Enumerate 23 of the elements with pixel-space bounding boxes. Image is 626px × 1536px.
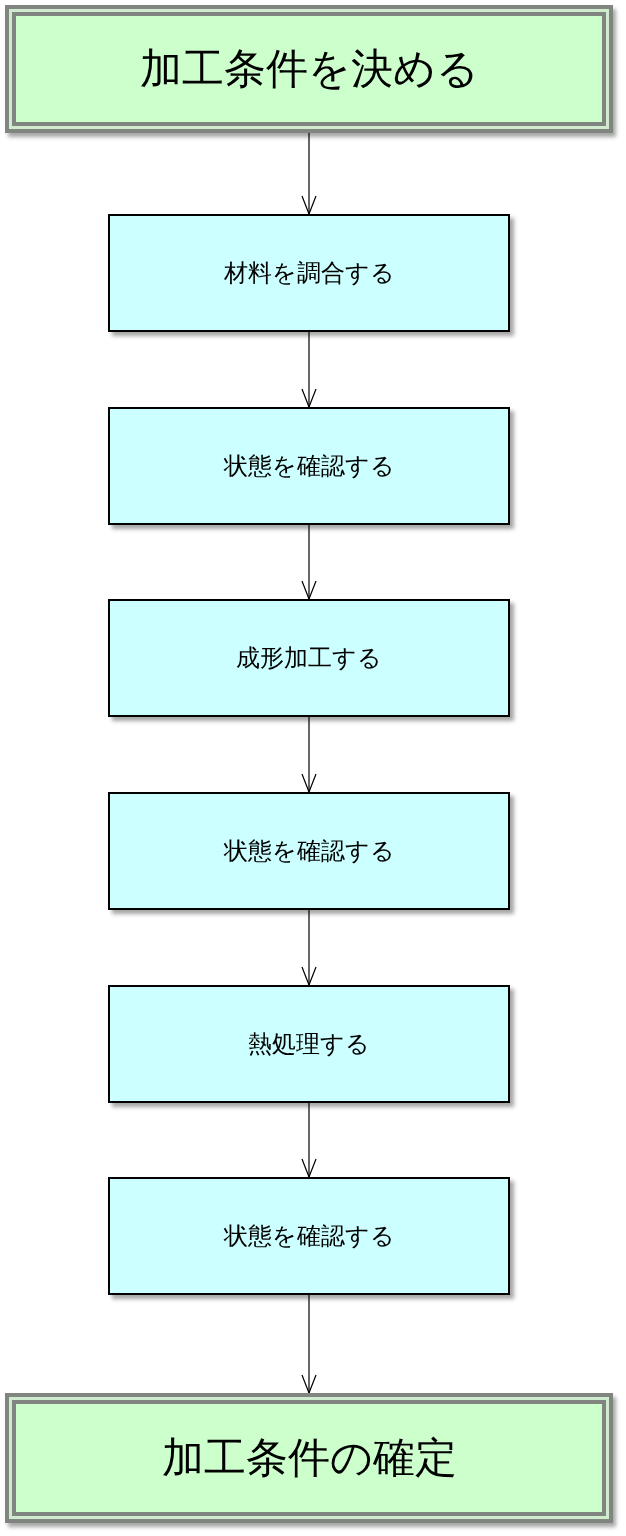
- arrow: [301, 909, 317, 986]
- terminal-box: [5, 1393, 613, 1523]
- step-label: 成形加工する: [236, 643, 382, 674]
- process-box: [108, 985, 510, 1103]
- step-label: 状態を確認する: [223, 451, 395, 482]
- step-label: 材料を調合する: [223, 258, 395, 289]
- process-box: [108, 599, 510, 717]
- process-box: [108, 214, 510, 332]
- step-label: 加工条件を決める: [139, 43, 479, 95]
- arrow: [301, 1294, 317, 1394]
- arrow: [301, 331, 317, 408]
- process-box: [108, 1177, 510, 1295]
- arrow: [301, 524, 317, 600]
- terminal-box: [5, 5, 613, 133]
- arrow: [301, 1102, 317, 1178]
- step-label: 状態を確認する: [223, 836, 395, 867]
- step-label: 熱処理する: [248, 1029, 370, 1060]
- step-label: 状態を確認する: [223, 1221, 395, 1252]
- step-label: 加工条件の確定: [161, 1432, 457, 1484]
- process-box: [108, 792, 510, 910]
- process-box: [108, 407, 510, 525]
- arrow: [301, 716, 317, 793]
- arrow: [301, 132, 317, 215]
